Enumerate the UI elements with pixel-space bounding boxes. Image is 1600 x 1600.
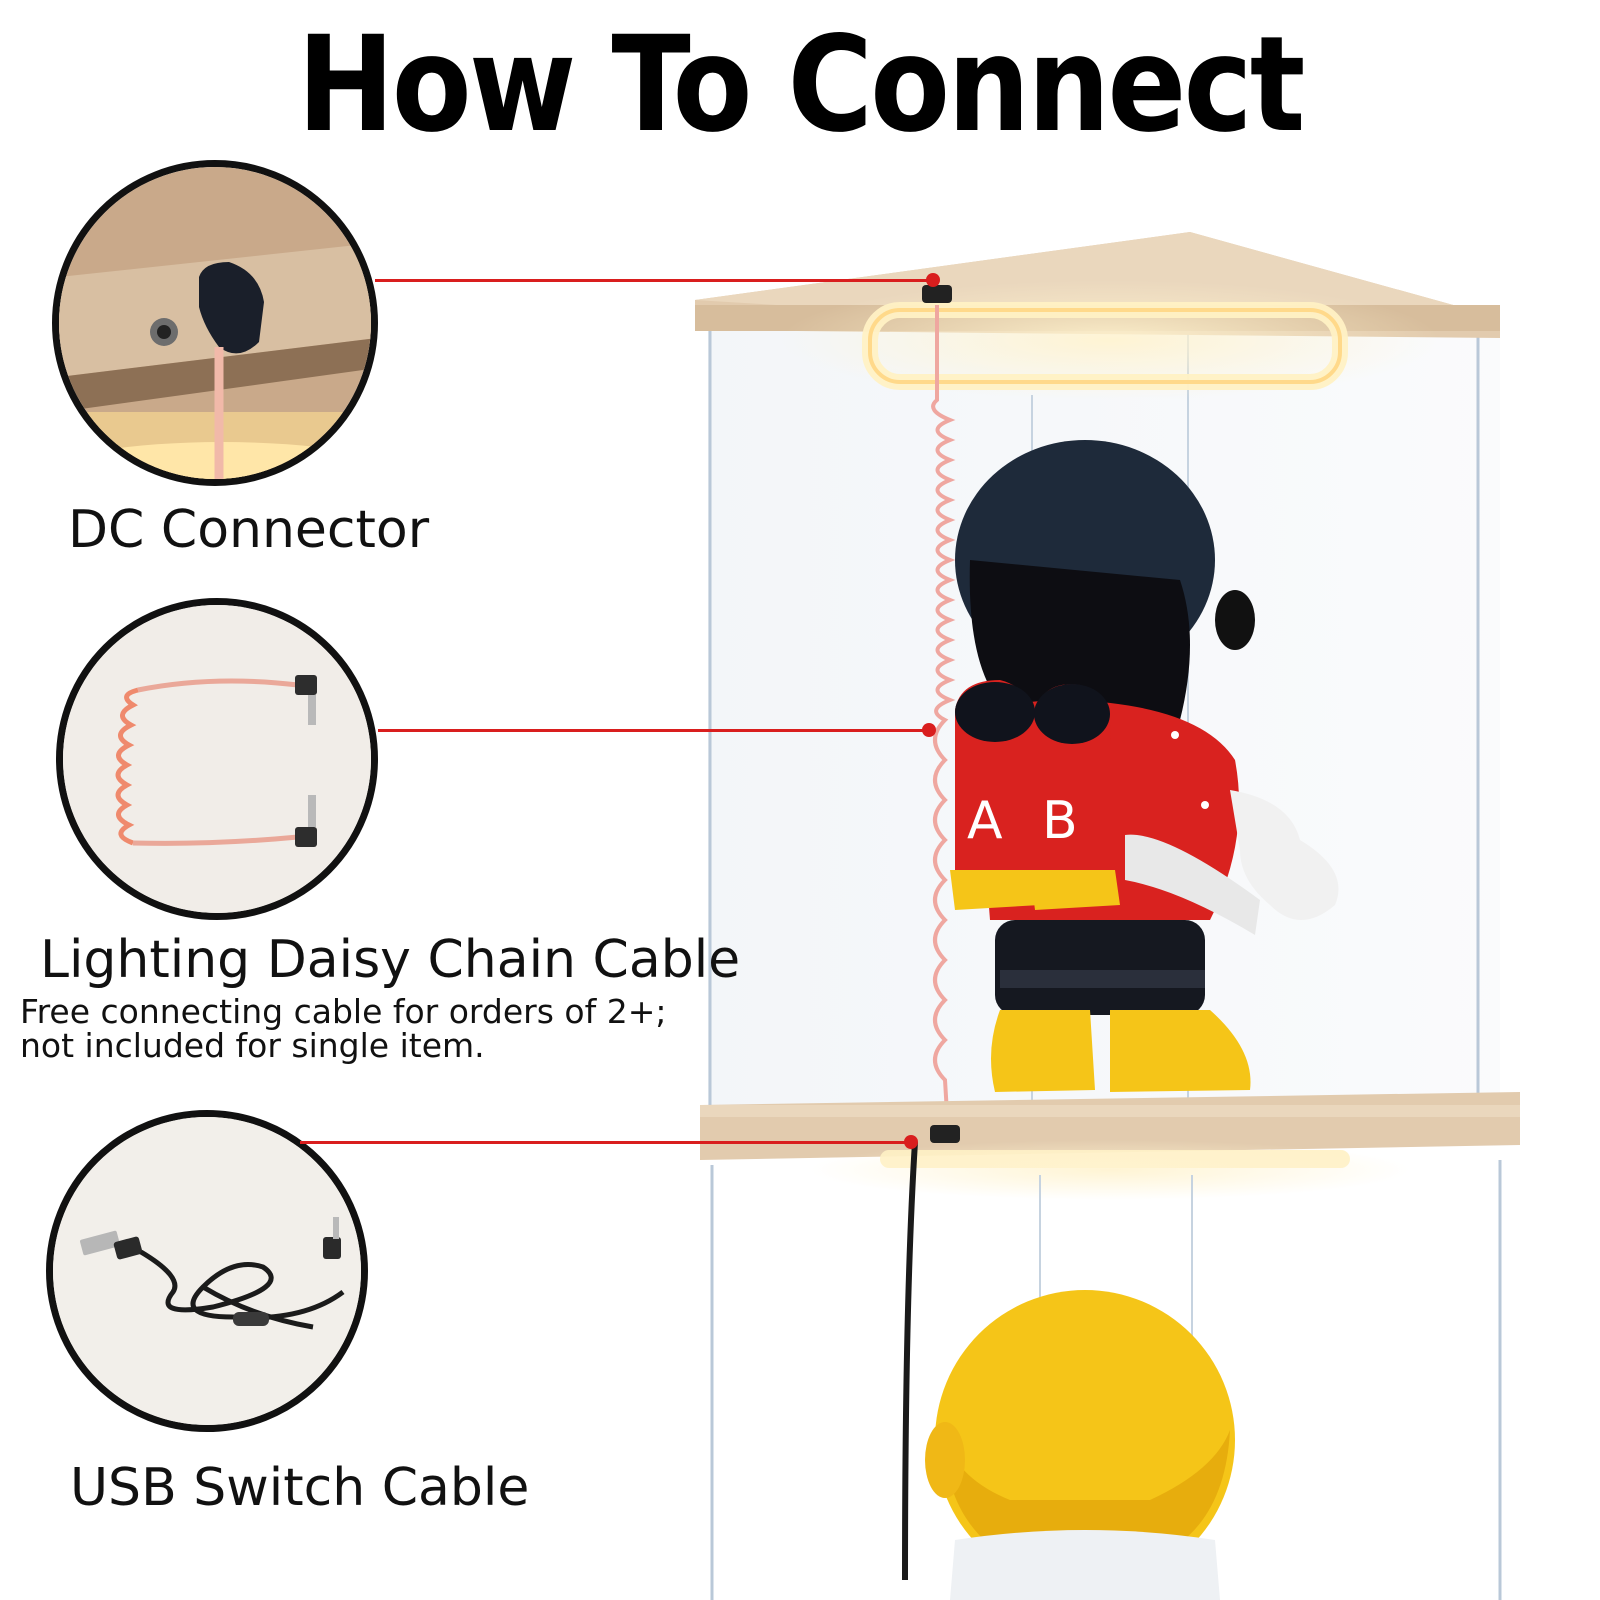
daisy-chain-note-line2: not included for single item. [20,1026,485,1065]
daisy-chain-label: Lighting Daisy Chain Cable [40,930,741,990]
jetpack-letter-a: A [967,791,1003,851]
leader-line-usb-switch [300,1141,910,1144]
usb-switch-cable-photo [46,1110,368,1432]
daisy-chain-note-line1: Free connecting cable for orders of 2+; [20,992,667,1031]
middle-dc-plug [930,1125,960,1143]
usb-cable-line [902,1141,918,1581]
leader-line-daisy-chain [378,729,928,732]
top-dc-plug [922,285,952,303]
astronaut-figure: A B [950,440,1339,1092]
leader-dot-daisy-chain [922,723,936,737]
leader-dot-dc-connector [926,273,940,287]
dc-connector-photo [52,160,378,486]
top-lid [695,232,1500,400]
coiled-cable [931,305,956,1131]
leader-dot-usb-switch [904,1135,918,1149]
usb-switch-cable-label: USB Switch Cable [70,1458,530,1518]
jetpack-letter-b: B [1042,791,1078,851]
yellow-figure [925,1290,1235,1600]
leader-line-dc-connector [375,279,932,282]
page-title: How To Connect [297,8,1305,162]
middle-shelf [700,1092,1520,1200]
coiled-cable-photo [56,598,378,920]
dc-connector-label: DC Connector [68,500,430,560]
